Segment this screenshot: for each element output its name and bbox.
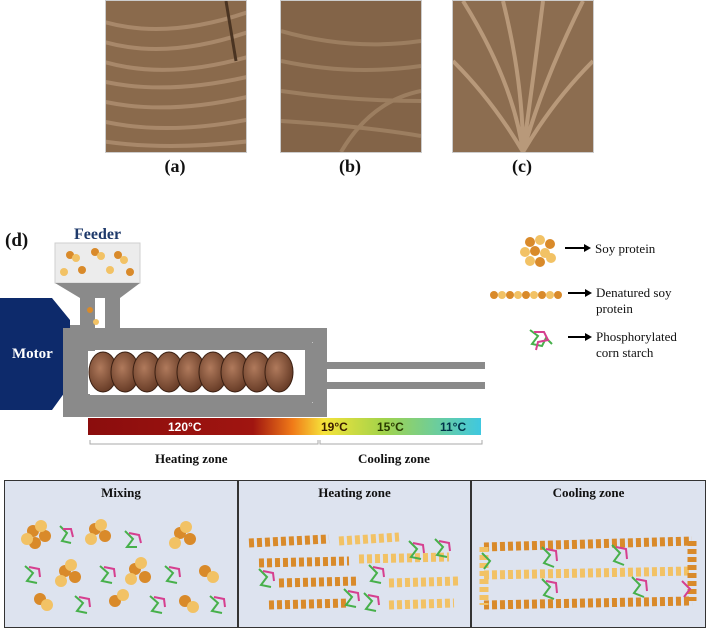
diagram-label: (d)	[5, 230, 29, 251]
die-pipe-top	[320, 362, 485, 369]
photo-b	[280, 0, 422, 153]
legend-soy-protein-label: Soy protein	[595, 241, 656, 256]
cooling-illustration	[479, 536, 697, 610]
legend-denatured-protein-label-2: protein	[596, 301, 633, 316]
legend-arrowhead-2	[585, 289, 592, 297]
legend-soy-protein-icon	[520, 235, 556, 267]
photo-b-texture	[281, 1, 421, 152]
heating-illustration	[248, 532, 460, 612]
extruder-barrel	[70, 325, 320, 410]
panel-cooling: Cooling zone	[471, 480, 706, 628]
panel-cooling-title: Cooling zone	[552, 485, 625, 500]
photo-c-texture	[453, 1, 593, 152]
temp-label-1: 120°C	[168, 420, 202, 434]
photo-label-c: (c)	[512, 156, 532, 176]
legend-starch-icon	[529, 329, 553, 351]
legend-starch-label-1: Phosphorylated	[596, 329, 677, 344]
cooling-zone-bracket	[319, 440, 483, 445]
legend-starch-label-2: corn starch	[596, 345, 654, 360]
photo-a	[105, 0, 247, 153]
cooling-zone-label: Cooling zone	[358, 451, 430, 466]
motor-block	[0, 298, 70, 410]
photo-c	[452, 0, 594, 153]
extruder-screw	[88, 351, 294, 393]
temperature-gradient-bar	[88, 418, 481, 435]
mixing-illustration	[21, 519, 226, 614]
barrel-wall	[63, 328, 327, 417]
heating-zone-bracket	[89, 440, 319, 445]
motor-label: Motor	[12, 346, 53, 362]
panel-heating-title: Heating zone	[318, 485, 391, 500]
die-pipe-bottom	[320, 382, 485, 389]
photo-label-b: (b)	[339, 156, 361, 176]
temp-label-3: 15°C	[377, 420, 404, 434]
legend-arrowhead-1	[584, 244, 591, 252]
legend-arrowhead-3	[585, 333, 592, 341]
photo-label-a: (a)	[164, 156, 186, 176]
temp-label-4: 11°C	[440, 420, 467, 434]
legend-denatured-protein-icon	[490, 291, 562, 299]
panel-mixing-title: Mixing	[101, 485, 141, 500]
panel-mixing: Mixing	[4, 480, 238, 628]
extruder-diagram	[0, 235, 592, 445]
temp-label-2: 19°C	[321, 420, 348, 434]
feeder-title: Feeder	[74, 226, 122, 243]
heating-zone-label: Heating zone	[155, 451, 228, 466]
legend-denatured-protein-label-1: Denatured soy	[596, 285, 672, 300]
photo-a-texture	[106, 1, 246, 152]
panel-heating: Heating zone	[238, 480, 471, 628]
